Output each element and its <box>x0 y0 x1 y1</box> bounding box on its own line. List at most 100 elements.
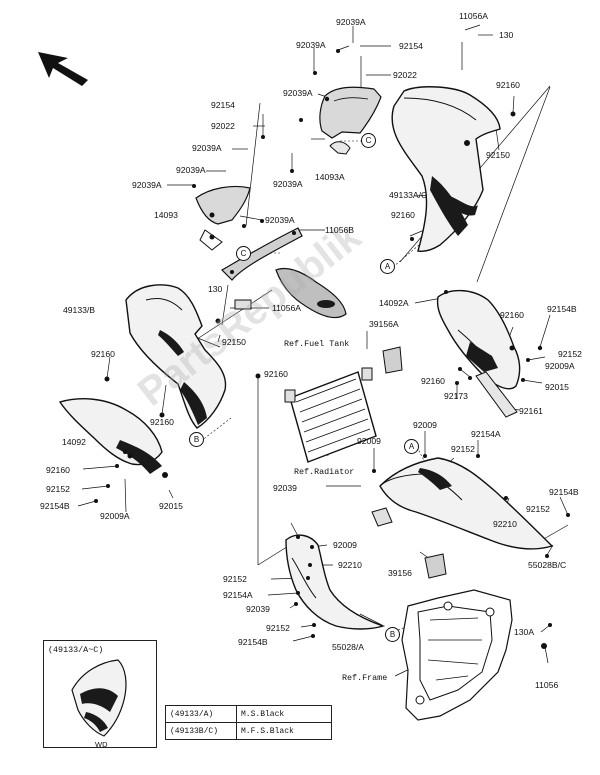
part-label: 130A <box>514 627 535 637</box>
part-label: 11056 <box>535 680 559 690</box>
part-label: 92210 <box>493 519 517 529</box>
side-cowl-right <box>391 86 501 252</box>
part-label: 14092A <box>379 298 409 308</box>
part-label: 49133/B <box>63 305 96 315</box>
part-label: 92015 <box>545 382 569 392</box>
part-label: 92152 <box>526 504 550 514</box>
part-label: 92022 <box>393 70 417 80</box>
color-table: (49133/A) M.S.Black (49133B/C) M.F.S.Bla… <box>165 705 332 740</box>
part-label: 49133A/C <box>389 190 428 200</box>
lower-cowl-left <box>58 398 168 478</box>
inset-cowl <box>71 659 127 737</box>
part-label: 55028/A <box>332 642 365 652</box>
radiator <box>284 367 377 463</box>
inner-cover-left <box>195 185 251 251</box>
inset-footer: WD <box>95 740 108 749</box>
part-label: 92160 <box>391 210 415 220</box>
ref-frame: Ref.Frame <box>342 673 388 683</box>
under-cowl-right <box>371 457 554 550</box>
color-cell: M.F.S.Black <box>236 722 332 740</box>
part-label: 92160 <box>264 369 288 379</box>
pad-39156 <box>424 553 447 579</box>
part-label: 14092 <box>62 437 86 447</box>
part-label: 92015 <box>159 501 183 511</box>
variant-inset: (49133/A~C) <box>43 640 157 748</box>
part-label: 92152 <box>451 444 475 454</box>
part-label: 92009 <box>333 540 357 550</box>
table-row: (49133B/C) M.F.S.Black <box>165 722 332 740</box>
callout-c: C <box>236 246 251 261</box>
part-label: 92150 <box>486 150 510 160</box>
part-label: 92154A <box>223 590 253 600</box>
part-label: 130 <box>499 30 514 40</box>
part-label: 92039A <box>273 179 303 189</box>
part-label: 92160 <box>496 80 520 90</box>
part-label: 92009A <box>545 361 575 371</box>
part-label: 92160 <box>150 417 174 427</box>
part-label: 11056A <box>459 11 488 21</box>
part-label: 14093A <box>315 172 345 182</box>
pad-39156a <box>382 346 403 374</box>
part-code-cell: (49133B/C) <box>165 722 237 740</box>
part-label: 92039 <box>246 604 270 614</box>
part-label: 39156 <box>388 568 412 578</box>
part-label: 92152 <box>266 623 290 633</box>
inner-cover-front <box>319 86 382 155</box>
part-code-cell: (49133/A) <box>165 705 237 723</box>
part-label: 92154B <box>40 501 70 511</box>
part-label: 92154A <box>471 429 501 439</box>
part-label: 92154 <box>399 41 423 51</box>
part-label: 92039A <box>336 17 366 27</box>
callout-a: A <box>404 439 419 454</box>
part-label: 92039 <box>273 483 297 493</box>
part-label: 92154B <box>238 637 268 647</box>
table-row: (49133/A) M.S.Black <box>165 705 332 723</box>
tank-shroud <box>275 267 347 319</box>
fasteners <box>94 49 570 638</box>
part-label: 92154 <box>211 100 235 110</box>
part-label: 92022 <box>211 121 235 131</box>
ref-fuel-tank: Ref.Fuel Tank <box>284 339 350 349</box>
part-label: 92160 <box>421 376 445 386</box>
part-label: 92160 <box>46 465 70 475</box>
bracket-11056a <box>215 299 252 324</box>
part-label: 130 <box>208 284 223 294</box>
part-label: 92009 <box>357 436 381 446</box>
part-label: 55028B/C <box>528 560 567 570</box>
part-label: 92039A <box>265 215 295 225</box>
part-label: 92039A <box>283 88 313 98</box>
part-label: 11056B <box>325 225 354 235</box>
arrow-up-left-icon <box>38 52 88 86</box>
frame <box>401 589 547 721</box>
callout-b: B <box>189 432 204 447</box>
part-label: 92039A <box>176 165 206 175</box>
part-label: 92160 <box>500 310 524 320</box>
part-label: 92152 <box>46 484 70 494</box>
part-label: 92039A <box>192 143 222 153</box>
part-label: 14093 <box>154 210 178 220</box>
part-label: 92039A <box>132 180 162 190</box>
inset-title: (49133/A~C) <box>48 645 104 655</box>
color-cell: M.S.Black <box>236 705 332 723</box>
ref-radiator: Ref.Radiator <box>294 467 355 477</box>
under-cowl-left <box>285 534 386 630</box>
side-cover-right <box>436 289 521 390</box>
part-label: 92039A <box>296 40 326 50</box>
callout-b: B <box>385 627 400 642</box>
part-label: 92161 <box>519 406 543 416</box>
part-label: 92009 <box>413 420 437 430</box>
part-label: 92154B <box>549 487 579 497</box>
part-label: 92150 <box>222 337 246 347</box>
callout-c: C <box>361 133 376 148</box>
part-label: 92173 <box>444 391 468 401</box>
strip-92161 <box>475 371 518 418</box>
part-label: 39156A <box>369 319 399 329</box>
part-label: 92152 <box>223 574 247 584</box>
part-label: 92154B <box>547 304 577 314</box>
part-label: 92009A <box>100 511 130 521</box>
callout-a: A <box>380 259 395 274</box>
part-label: 92160 <box>91 349 115 359</box>
part-label: 92152 <box>558 349 582 359</box>
